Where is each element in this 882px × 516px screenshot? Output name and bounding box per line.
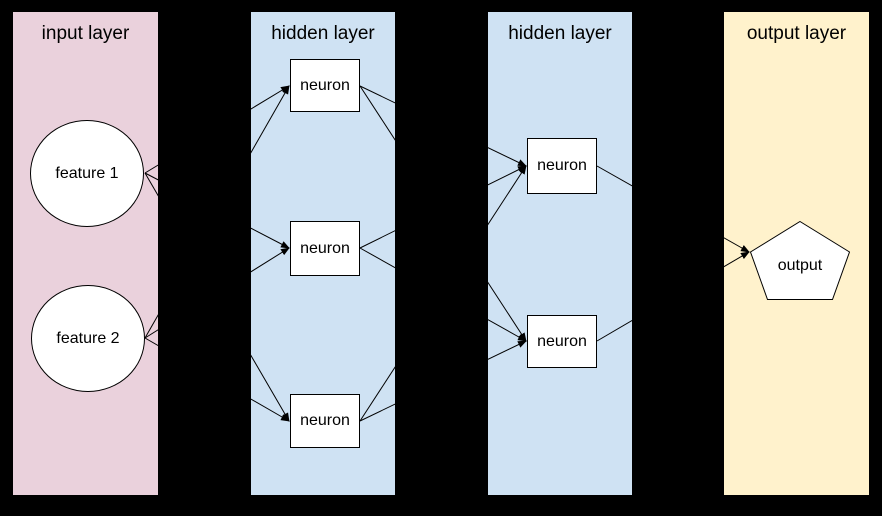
hidden1-neuron-1-node: neuron — [290, 59, 360, 112]
edge-h1_neuron1-to-h2_neuron1 — [359, 85, 527, 167]
hidden1-neuron-1-label: neuron — [300, 76, 350, 94]
input-layer-panel: input layer — [13, 12, 158, 495]
hidden2-neuron-2-node: neuron — [527, 315, 597, 368]
edge-h2_neuron1-to-output — [596, 165, 750, 253]
hidden-layer-2-panel: hidden layer — [488, 12, 632, 495]
edge-h1_neuron2-to-h2_neuron2 — [359, 247, 527, 342]
output-label: output — [777, 257, 823, 274]
output-layer-title: output layer — [746, 23, 847, 44]
hidden2-neuron-1-label: neuron — [537, 157, 587, 174]
edge-h1_neuron1-to-h2_neuron2 — [359, 85, 527, 342]
feature-1-label: feature 1 — [55, 164, 119, 182]
hidden1-neuron-3-label: neuron — [300, 412, 350, 429]
hidden1-neuron-2-label: neuron — [300, 239, 350, 257]
edge-feature2-to-h1_neuron2 — [144, 247, 290, 339]
edge-group — [144, 85, 750, 422]
edge-feature1-to-h1_neuron1 — [144, 85, 290, 174]
edge-h1_neuron3-to-h2_neuron2 — [359, 340, 527, 422]
hidden2-neuron-2-label: neuron — [537, 332, 587, 350]
feature-1-node: feature 1 — [30, 120, 144, 227]
hidden-layer-2-title: hidden layer — [508, 23, 612, 44]
feature-2-label: feature 2 — [56, 329, 120, 347]
edge-feature1-to-h1_neuron2 — [144, 172, 290, 249]
input-layer-title: input layer — [41, 23, 130, 44]
edge-feature2-to-h1_neuron3 — [144, 337, 290, 422]
edge-h1_neuron3-to-h2_neuron1 — [359, 165, 527, 422]
edge-h2_neuron2-to-output — [596, 251, 750, 342]
output-pentagon-node: output — [749, 220, 851, 300]
hidden1-neuron-3-node: neuron — [290, 394, 360, 448]
edge-feature1-to-h1_neuron3 — [144, 172, 290, 422]
feature-2-node: feature 2 — [31, 285, 145, 392]
edge-feature2-to-h1_neuron1 — [144, 85, 290, 339]
hidden1-neuron-2-node: neuron — [290, 221, 360, 276]
hidden2-neuron-1-node: neuron — [527, 138, 597, 194]
hidden-layer-1-title: hidden layer — [271, 23, 375, 44]
edge-h1_neuron2-to-h2_neuron1 — [359, 165, 527, 249]
pentagon-shape — [749, 220, 851, 300]
